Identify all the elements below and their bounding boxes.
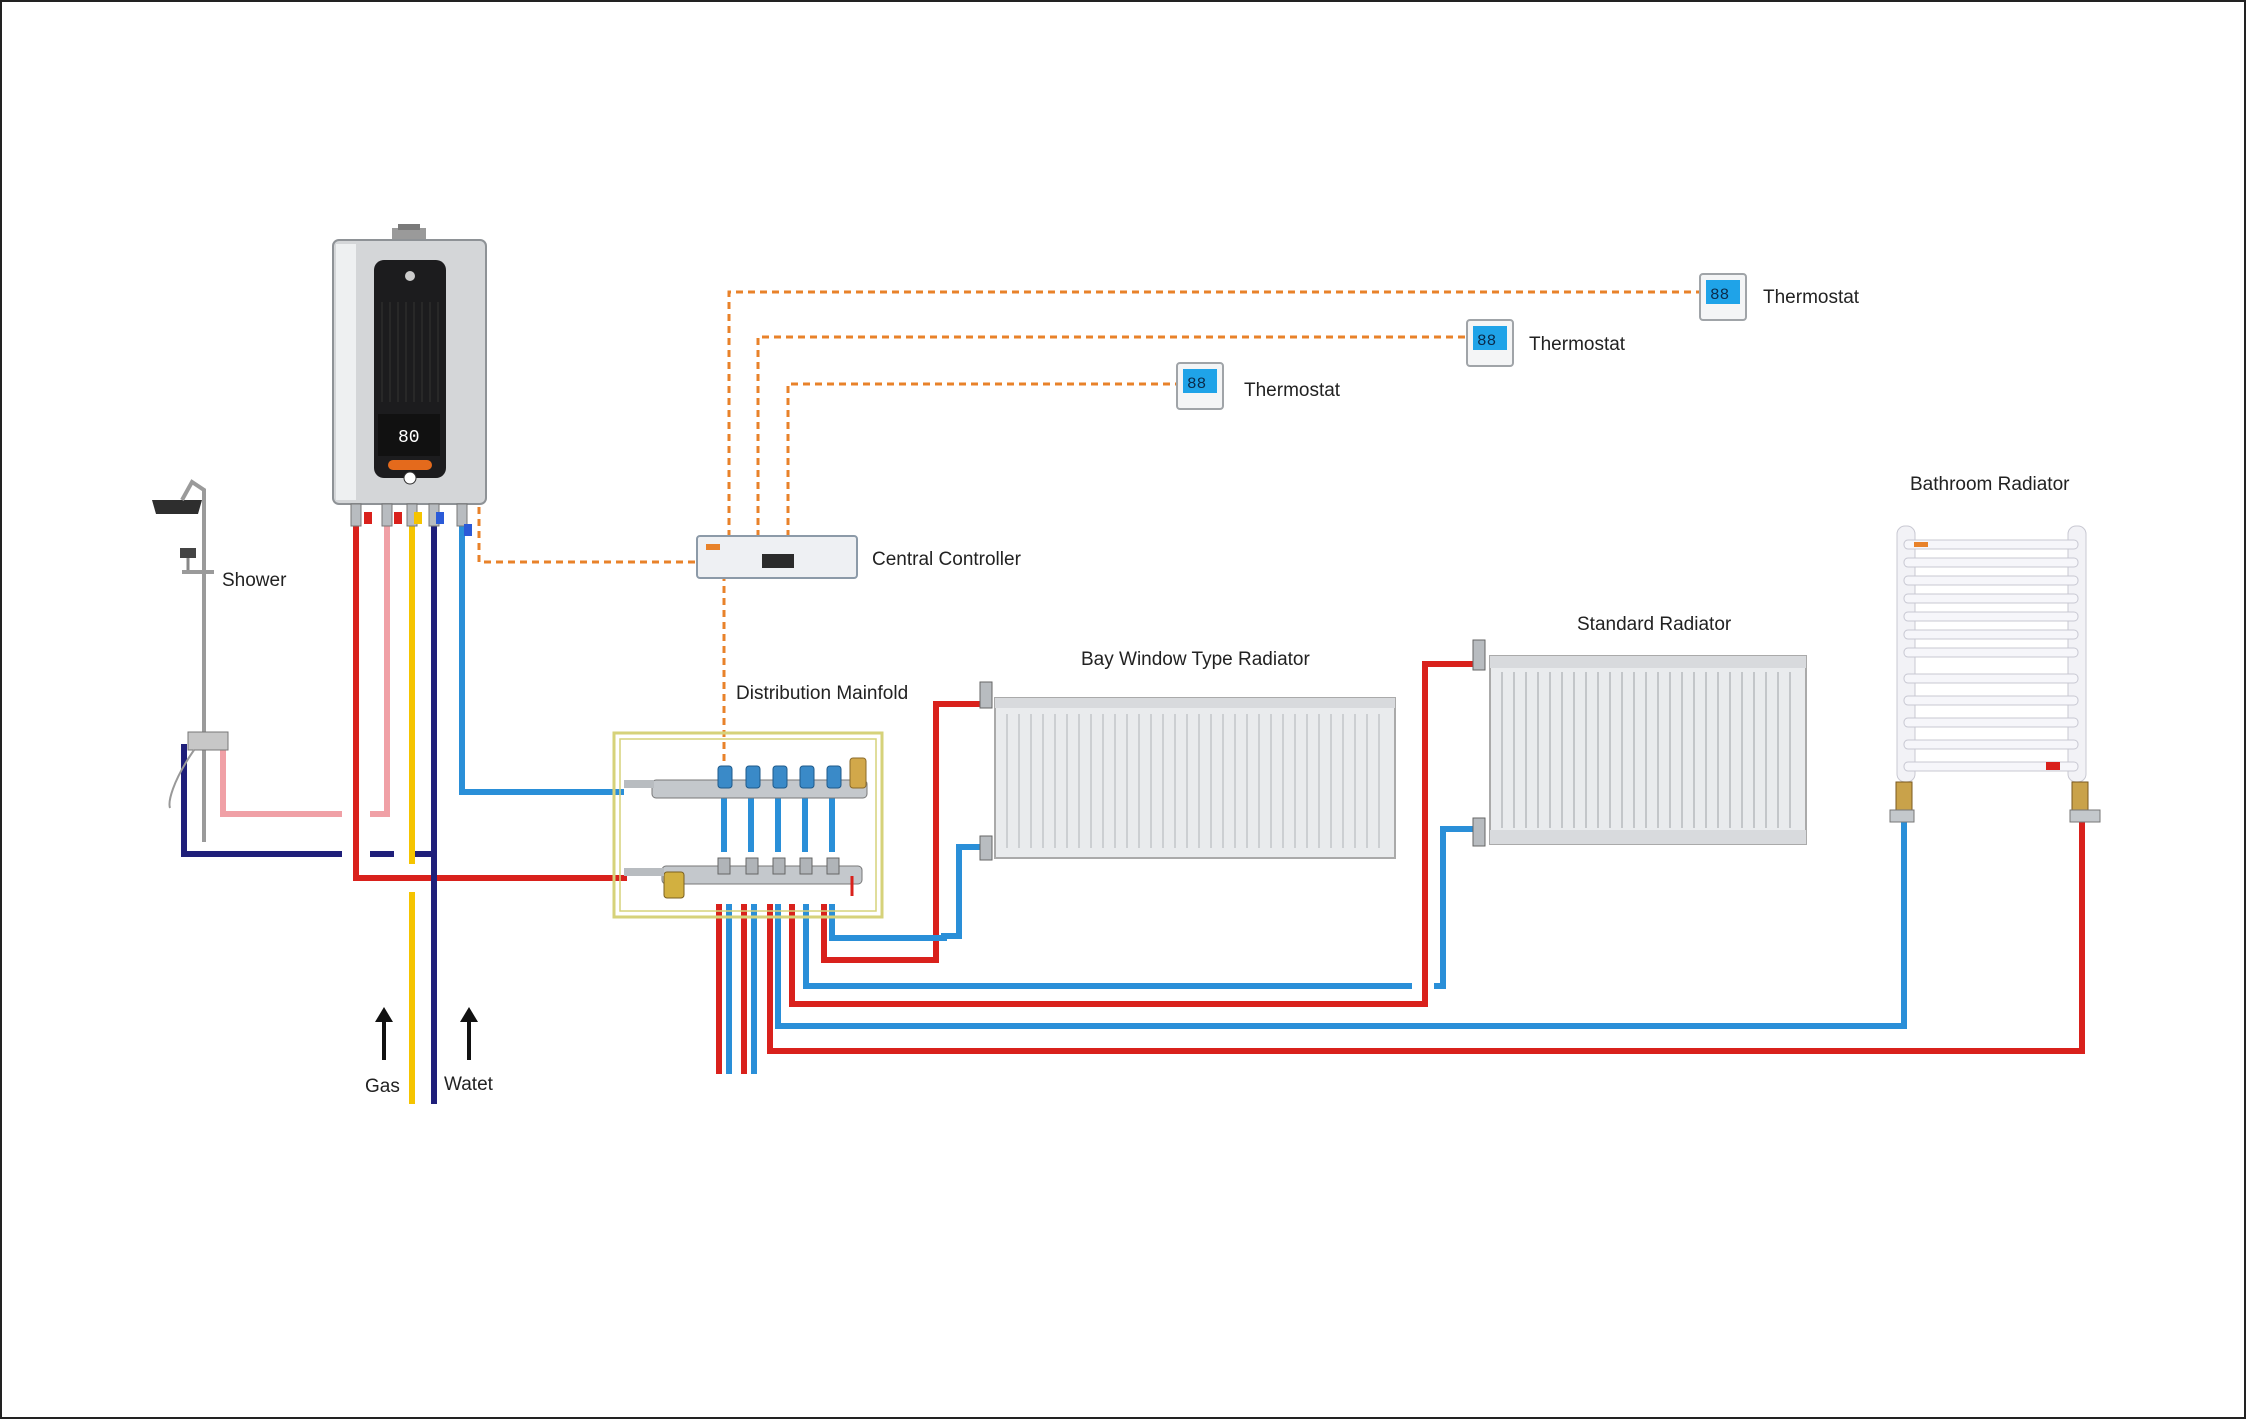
pipe-shower-hot — [220, 744, 342, 817]
radiator-pipes — [716, 661, 2085, 1074]
wire-controller-to-thermostat-2 — [756, 335, 1467, 537]
label-thermostat-1: Thermostat — [1244, 380, 1341, 401]
bathroom-radiator — [1889, 525, 2101, 823]
distribution-manifold-icon — [612, 731, 884, 919]
pipe-water-to-shower — [181, 744, 342, 857]
pipe-bathroom-return — [775, 820, 1907, 1029]
svg-text:88: 88 — [1187, 375, 1206, 393]
label-distribution-manifold: Distribution Mainfold — [736, 683, 908, 704]
svg-text:88: 88 — [1477, 332, 1496, 350]
svg-text:88: 88 — [1710, 286, 1729, 304]
arrow-up-icon — [375, 1007, 393, 1060]
label-thermostat-3: Thermostat — [1763, 287, 1860, 308]
pipe-bathroom-supply — [767, 820, 2085, 1054]
label-thermostat-2: Thermostat — [1529, 334, 1626, 355]
central-controller-icon — [696, 535, 858, 579]
label-central-controller: Central Controller — [872, 549, 1022, 570]
wire-controller-to-thermostat-3 — [727, 290, 1700, 537]
boiler-pipes — [181, 524, 627, 1104]
wall-boiler-icon: 80 — [332, 224, 487, 536]
boiler-readout: 80 — [398, 428, 420, 448]
arrow-up-icon — [460, 1007, 478, 1060]
pipe-bay-supply — [821, 701, 987, 963]
shower-head-icon — [152, 479, 229, 842]
label-bay-window-radiator: Bay Window Type Radiator — [1081, 649, 1310, 670]
label-standard-radiator: Standard Radiator — [1577, 614, 1732, 635]
pipe-bay-return — [829, 844, 980, 941]
label-gas: Gas — [365, 1076, 400, 1097]
wire-boiler-to-controller — [477, 507, 697, 564]
wire-controller-to-thermostat-1 — [786, 382, 1177, 537]
bay-window-radiator — [979, 681, 1396, 861]
pipe-boiler-heating-supply — [353, 524, 627, 881]
standard-radiator — [1472, 639, 1807, 847]
control-wires — [477, 290, 1700, 762]
pipe-heating-return — [459, 524, 624, 795]
pipe-standard-return — [803, 904, 1412, 989]
label-shower: Shower — [222, 570, 287, 591]
pipe-standard-supply — [789, 661, 1480, 1007]
thermostat-icon: 88 — [1699, 273, 1747, 321]
label-water: Watet — [444, 1074, 494, 1095]
thermostat-icon: 88 — [1466, 319, 1514, 367]
label-bathroom-radiator: Bathroom Radiator — [1910, 474, 2070, 495]
thermostat-icon: 88 — [1176, 362, 1224, 410]
